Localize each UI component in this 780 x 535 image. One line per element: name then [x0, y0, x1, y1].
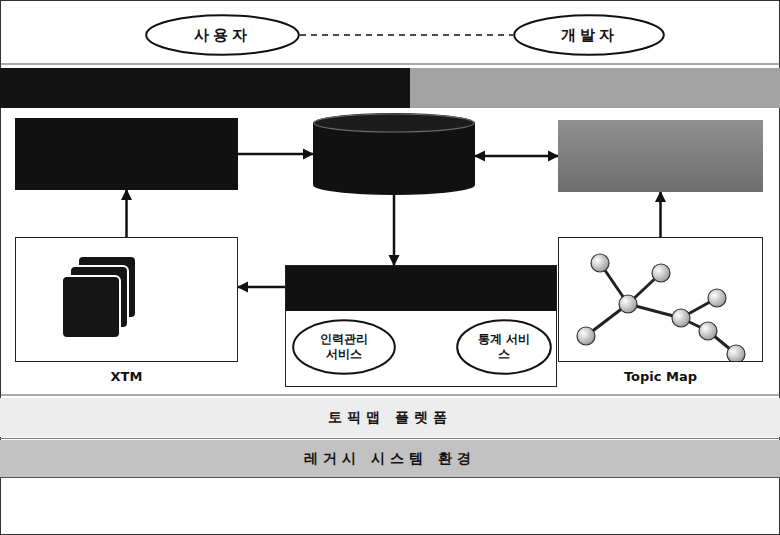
node-label: 사용자 [194, 26, 251, 45]
row-divider [0, 395, 780, 396]
service-panel: 인력관리 서비스 통계 서비스 [285, 265, 557, 387]
row-divider [0, 477, 780, 478]
row-divider [0, 64, 780, 65]
flow-arrow [659, 192, 662, 237]
node-label: 인력관리 서비스 [313, 332, 375, 362]
node-label: 통계 서비스 [473, 332, 535, 362]
dashed-link [300, 34, 513, 36]
xtm-panel: XTM [15, 237, 238, 362]
actor-ellipse: 개발자 [513, 14, 665, 56]
flow-arrow [393, 195, 396, 265]
grey-band [410, 68, 780, 108]
dark-band [0, 68, 410, 108]
panel-label: Topic Map [559, 369, 762, 385]
panel-header [286, 266, 556, 311]
flow-arrow [238, 153, 313, 156]
legacy-band: 레거시 시스템 환경 [0, 440, 780, 477]
node-label: 토픽맵 플렛폼 [328, 409, 452, 427]
flow-arrow [475, 155, 558, 158]
cylinder-outline [313, 113, 475, 195]
flow-arrow [125, 190, 128, 237]
service-ellipse: 통계 서비스 [456, 319, 552, 375]
platform-band: 토픽맵 플렛폼 [0, 398, 780, 437]
flow-arrow [238, 286, 285, 289]
node-label: 개발자 [561, 26, 618, 45]
row-divider [0, 438, 780, 439]
process-box [15, 118, 238, 190]
database-cylinder [313, 113, 475, 195]
node-label: 레거시 시스템 환경 [304, 450, 476, 468]
topic-map-graph [559, 238, 762, 361]
actor-ellipse: 사용자 [145, 14, 300, 56]
process-box [558, 120, 763, 192]
topicmap-panel: Topic Map [558, 237, 763, 362]
document-stack-icon [16, 238, 237, 361]
service-ellipse: 인력관리 서비스 [292, 319, 396, 375]
panel-label: XTM [16, 369, 237, 385]
